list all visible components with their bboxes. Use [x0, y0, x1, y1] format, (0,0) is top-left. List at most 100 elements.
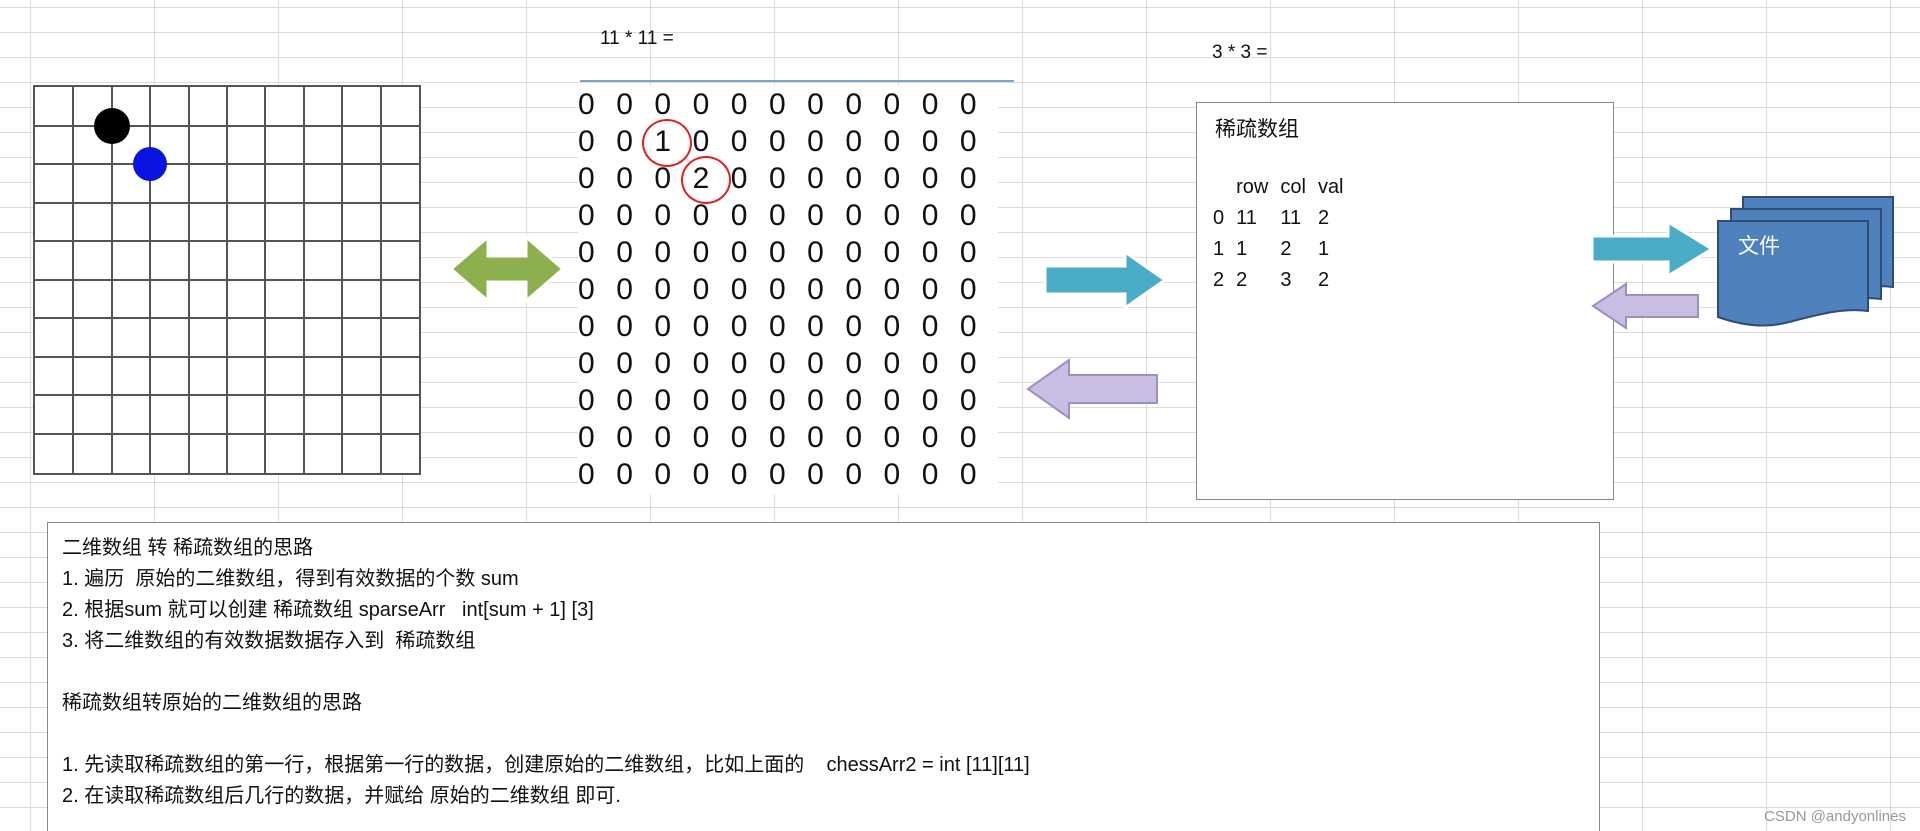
- notes-line: 二维数组 转 稀疏数组的思路: [62, 537, 314, 559]
- matrix-cell: 0: [730, 272, 748, 306]
- black-piece: [94, 108, 130, 144]
- file-stack-icon: [1717, 196, 1894, 327]
- matrix-cell: 0: [883, 457, 901, 491]
- matrix-cell: 0: [578, 198, 595, 232]
- notes-line: 2. 在读取稀疏数组后几行的数据，并赋给 原始的二维数组 即可.: [62, 785, 621, 807]
- table-cell: 2: [1213, 269, 1225, 291]
- matrix-cell: 0: [921, 161, 939, 195]
- matrix-cell: 0: [883, 235, 901, 269]
- chess-board: [33, 85, 421, 475]
- matrix-cell: 0: [616, 87, 633, 121]
- matrix-cell: 0: [921, 198, 939, 232]
- table-cell: 0: [1213, 207, 1225, 229]
- matrix-cell: 0: [616, 309, 633, 343]
- matrix-cell: 0: [578, 272, 595, 306]
- matrix-cell: 0: [616, 383, 633, 417]
- header-cell: row: [1236, 176, 1269, 198]
- read-from-file-arrow-icon: [1591, 282, 1699, 330]
- matrix-cell: 0: [921, 235, 939, 269]
- double-arrow-icon: [448, 234, 566, 304]
- matrix-cell: 0: [883, 87, 901, 121]
- matrix-cell: 0: [845, 272, 862, 306]
- matrix-cell: 0: [807, 457, 824, 491]
- table-cell: 11: [1236, 207, 1257, 229]
- matrix-cell: 0: [959, 383, 977, 417]
- matrix-cell: 0: [730, 346, 748, 380]
- matrix-cell: 0: [578, 124, 595, 158]
- matrix-cell: 0: [845, 87, 862, 121]
- matrix-cell: 0: [578, 87, 595, 121]
- sparse-array-table: row col val 0 11 11 2 1 1 2 1 2 2 3 2: [1209, 173, 1352, 297]
- table-cell: 11: [1280, 207, 1302, 229]
- matrix-cell: 0: [578, 383, 595, 417]
- matrix-cell: 0: [921, 124, 939, 158]
- matrix-cell: 0: [959, 87, 977, 121]
- matrix-cell: 0: [692, 309, 710, 343]
- matrix-cell: 0: [692, 346, 710, 380]
- matrix-cell: 0: [654, 87, 672, 121]
- header-cell: val: [1317, 176, 1344, 198]
- table-cell: 2: [1317, 207, 1330, 229]
- matrix-cell: 0: [921, 457, 939, 491]
- matrix-cell: 0: [845, 383, 862, 417]
- matrix-cell: 0: [654, 383, 672, 417]
- table-cell: 1: [1317, 238, 1330, 260]
- matrix-cell: 0: [578, 457, 595, 491]
- matrix-cell: 0: [768, 124, 786, 158]
- matrix-cell: 0: [616, 457, 633, 491]
- notes-line: 稀疏数组转原始的二维数组的思路: [62, 692, 362, 714]
- matrix-cell: 0: [768, 198, 786, 232]
- matrix-cell: 0: [692, 420, 710, 454]
- table-cell: 1: [1213, 238, 1225, 260]
- matrix-cell: 0: [807, 346, 824, 380]
- matrix-cell: 0: [959, 420, 977, 454]
- matrix-cell: 0: [845, 346, 862, 380]
- matrix-cell: 0: [959, 161, 977, 195]
- table-cell: 1: [1236, 238, 1248, 260]
- matrix-cell: 0: [730, 383, 748, 417]
- matrix-cell: 0: [883, 383, 901, 417]
- matrix-cell: 0: [807, 309, 824, 343]
- highlight-circle: [642, 119, 692, 167]
- matrix-cell: 0: [921, 309, 939, 343]
- matrix-cell: 0: [807, 124, 824, 158]
- file-label: 文件: [1738, 235, 1780, 258]
- matrix-cell: 0: [883, 124, 901, 158]
- notes-line: 1. 遍历 原始的二维数组，得到有效数据的个数 sum: [62, 568, 519, 590]
- matrix-cell: 0: [654, 198, 672, 232]
- matrix-cell: 0: [807, 235, 824, 269]
- matrix-cell: 0: [730, 161, 748, 195]
- matrix-cell: 0: [616, 198, 633, 232]
- matrix-cell: 0: [768, 87, 786, 121]
- matrix-cell: 0: [959, 235, 977, 269]
- matrix-cell: 0: [768, 161, 786, 195]
- sparse-array-box: 稀疏数组 row col val 0 11 11 2 1 1 2 1 2 2 3…: [1196, 102, 1614, 500]
- notes-line: [62, 719, 1585, 750]
- matrix-cell: 0: [654, 309, 672, 343]
- matrix-cell: 0: [616, 235, 633, 269]
- matrix-cell: 0: [807, 87, 824, 121]
- algorithm-notes: 二维数组 转 稀疏数组的思路 1. 遍历 原始的二维数组，得到有效数据的个数 s…: [47, 522, 1600, 831]
- matrix-cell: 0: [807, 272, 824, 306]
- table-row: 0 11 11 2: [1209, 204, 1352, 235]
- matrix-cell: 0: [616, 346, 633, 380]
- matrix-cell: 0: [578, 420, 595, 454]
- notes-line: 3. 将二维数组的有效数据数据存入到 稀疏数组: [62, 630, 476, 652]
- matrix-cell: 0: [692, 87, 710, 121]
- matrix-cell: 0: [578, 346, 595, 380]
- matrix-cell: 0: [883, 161, 901, 195]
- table-cell: 2: [1236, 269, 1248, 291]
- matrix-cell: 0: [845, 420, 862, 454]
- sparse-size-label: 3 * 3 =: [1212, 42, 1268, 63]
- matrix-cell: 0: [730, 457, 748, 491]
- matrix-cell: 0: [768, 420, 786, 454]
- matrix-cell: 0: [807, 383, 824, 417]
